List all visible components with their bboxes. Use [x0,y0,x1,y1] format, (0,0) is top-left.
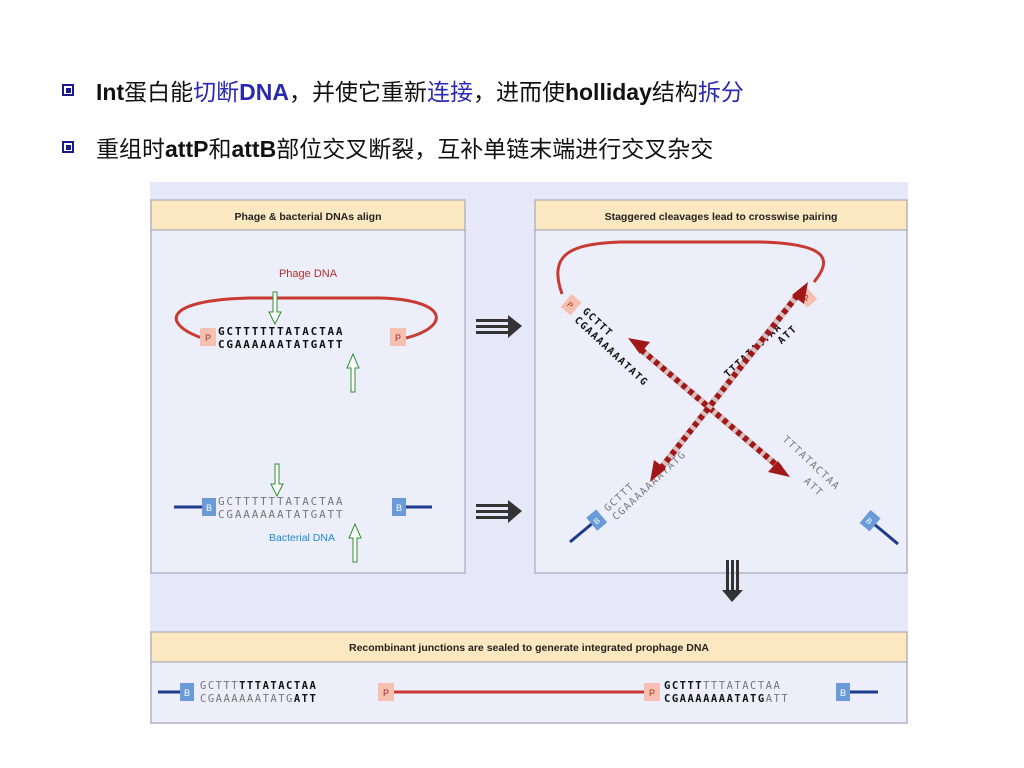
p3-p-tag-left: P [383,688,389,698]
p2-p-tag-right: P [802,293,812,303]
panel-cleave-title-bar [534,199,908,231]
p2-p-tag-left: P [565,300,575,310]
p3-b-tag-right: B [840,688,846,698]
phage-p-box-left [200,328,216,346]
bullet-1-part: Int [96,79,125,105]
bullet-1-part: DNA [239,79,289,105]
phage-dna-label: Phage DNA [279,268,338,280]
bullet-1-part: 连接 [426,80,473,106]
bullet-2-part: attB [231,136,277,162]
bact-b-box-right [392,498,406,516]
p3-left-top-plain: GCTTT [200,680,239,692]
recombination-figure: Phage & bacterial DNAs align Staggered c… [150,182,908,724]
p3-p-box-left [378,683,394,701]
bullet-1-part: holliday [564,79,652,105]
bullet-square-icon [62,141,74,153]
panel-sealed-title-bar [150,631,908,663]
bullet-line-2: 重组时attP和attB部位交叉断裂，互补单链末端进行交叉杂交 [62,130,713,164]
p3-left-top-bold: TTTATACTAA [239,680,317,692]
bact-cut-arrow-down-icon [270,463,284,498]
bullet-1-part: 蛋白能 [124,80,194,106]
phage-cut-arrow-up-icon [346,352,360,393]
bullet-2-part: 重组时 [96,137,165,163]
p2-bact-line-right [873,522,899,546]
p3-b-box-left [180,683,194,701]
panel-align-title: Phage & bacterial DNAs align [234,211,381,223]
phage-loop-open [556,240,825,295]
bullet-1-part: ，并使它重新 [288,80,427,106]
phage-loop [174,296,438,340]
bullet-1-part: 结构 [651,80,698,106]
p3-right-top-bold: GCTTT [664,680,703,692]
bullet-line-1: Int蛋白能切断DNA，并使它重新连接，进而使holliday结构拆分 [62,73,744,107]
bact-b-tag-right: B [396,503,402,513]
p3-p-box-right [644,683,660,701]
p3-right-seq-top: GCTTTTTTATACTAA [664,680,781,692]
phage-seq-top: GCTTTTTTATACTAA [218,325,344,338]
bullet-text-2: 重组时attP和attB部位交叉断裂，互补单链末端进行交叉杂交 [96,130,713,164]
bullet-2-part: 部位交叉断裂，互补单链末端进行交叉杂交 [276,137,714,163]
phage-p-tag-right: P [395,333,401,343]
bact-b-tag-left: B [206,503,212,513]
bact-cut-arrow-up-icon [348,522,362,563]
bullet-2-part: 和 [208,137,232,163]
bullet-1-part: 切断 [193,80,240,106]
phage-p-tag-left: P [205,333,211,343]
p3-p-tag-right: P [649,688,655,698]
crossover-arrows-icon [628,282,808,482]
p2-bact-line-left [569,520,595,544]
bact-b-box-left [202,498,216,516]
bullet-1-part: ，进而使 [472,80,565,106]
bullet-square-icon [62,84,74,96]
p2-b-tag-left: B [592,516,602,526]
transition-arrow-1-icon [476,315,522,338]
transition-arrow-down-icon [722,560,743,602]
p3-b-tag-left: B [184,688,190,698]
phage-seq-bottom: CGAAAAAATATGATT [218,338,344,351]
p3-right-top-plain: TTTATACTAA [703,680,781,692]
p2-p-box-left [560,294,582,316]
p3-b-box-right [836,683,850,701]
p3-left-seq-bottom: CGAAAAAATATGATT [200,693,317,705]
phage-cut-arrow-down-icon [268,291,282,326]
bact-seq-top: GCTTTTTTATACTAA [218,495,344,508]
bullet-2-part: attP [165,136,209,162]
p3-left-bottom-bold: ATT [294,693,317,705]
p3-right-bottom-bold: CGAAAAAAATATG [664,693,766,705]
p3-left-bottom-plain: CGAAAAAATATG [200,693,294,705]
panel-align-title-bar [150,199,466,231]
panel-sealed-title: Recombinant junctions are sealed to gene… [349,642,709,654]
panel-cleave-title: Staggered cleavages lead to crosswise pa… [605,211,838,223]
transition-arrow-2-icon [476,500,522,523]
p2-b-box-right [859,510,881,532]
p2-b-box-left [586,509,608,531]
p3-right-seq-bottom: CGAAAAAAATATGATT [664,693,789,705]
p3-right-bottom-plain: ATT [766,693,789,705]
p3-left-seq-top: GCTTTTTTATACTAA [200,680,317,692]
phage-p-box-right [390,328,406,346]
bacterial-dna-label: Bacterial DNA [269,532,335,544]
bact-seq-bottom: CGAAAAAATATGATT [218,508,344,521]
bullet-text-1: Int蛋白能切断DNA，并使它重新连接，进而使holliday结构拆分 [96,73,744,107]
p2-b-tag-right: B [864,516,874,526]
bullet-1-part: 拆分 [697,80,744,106]
